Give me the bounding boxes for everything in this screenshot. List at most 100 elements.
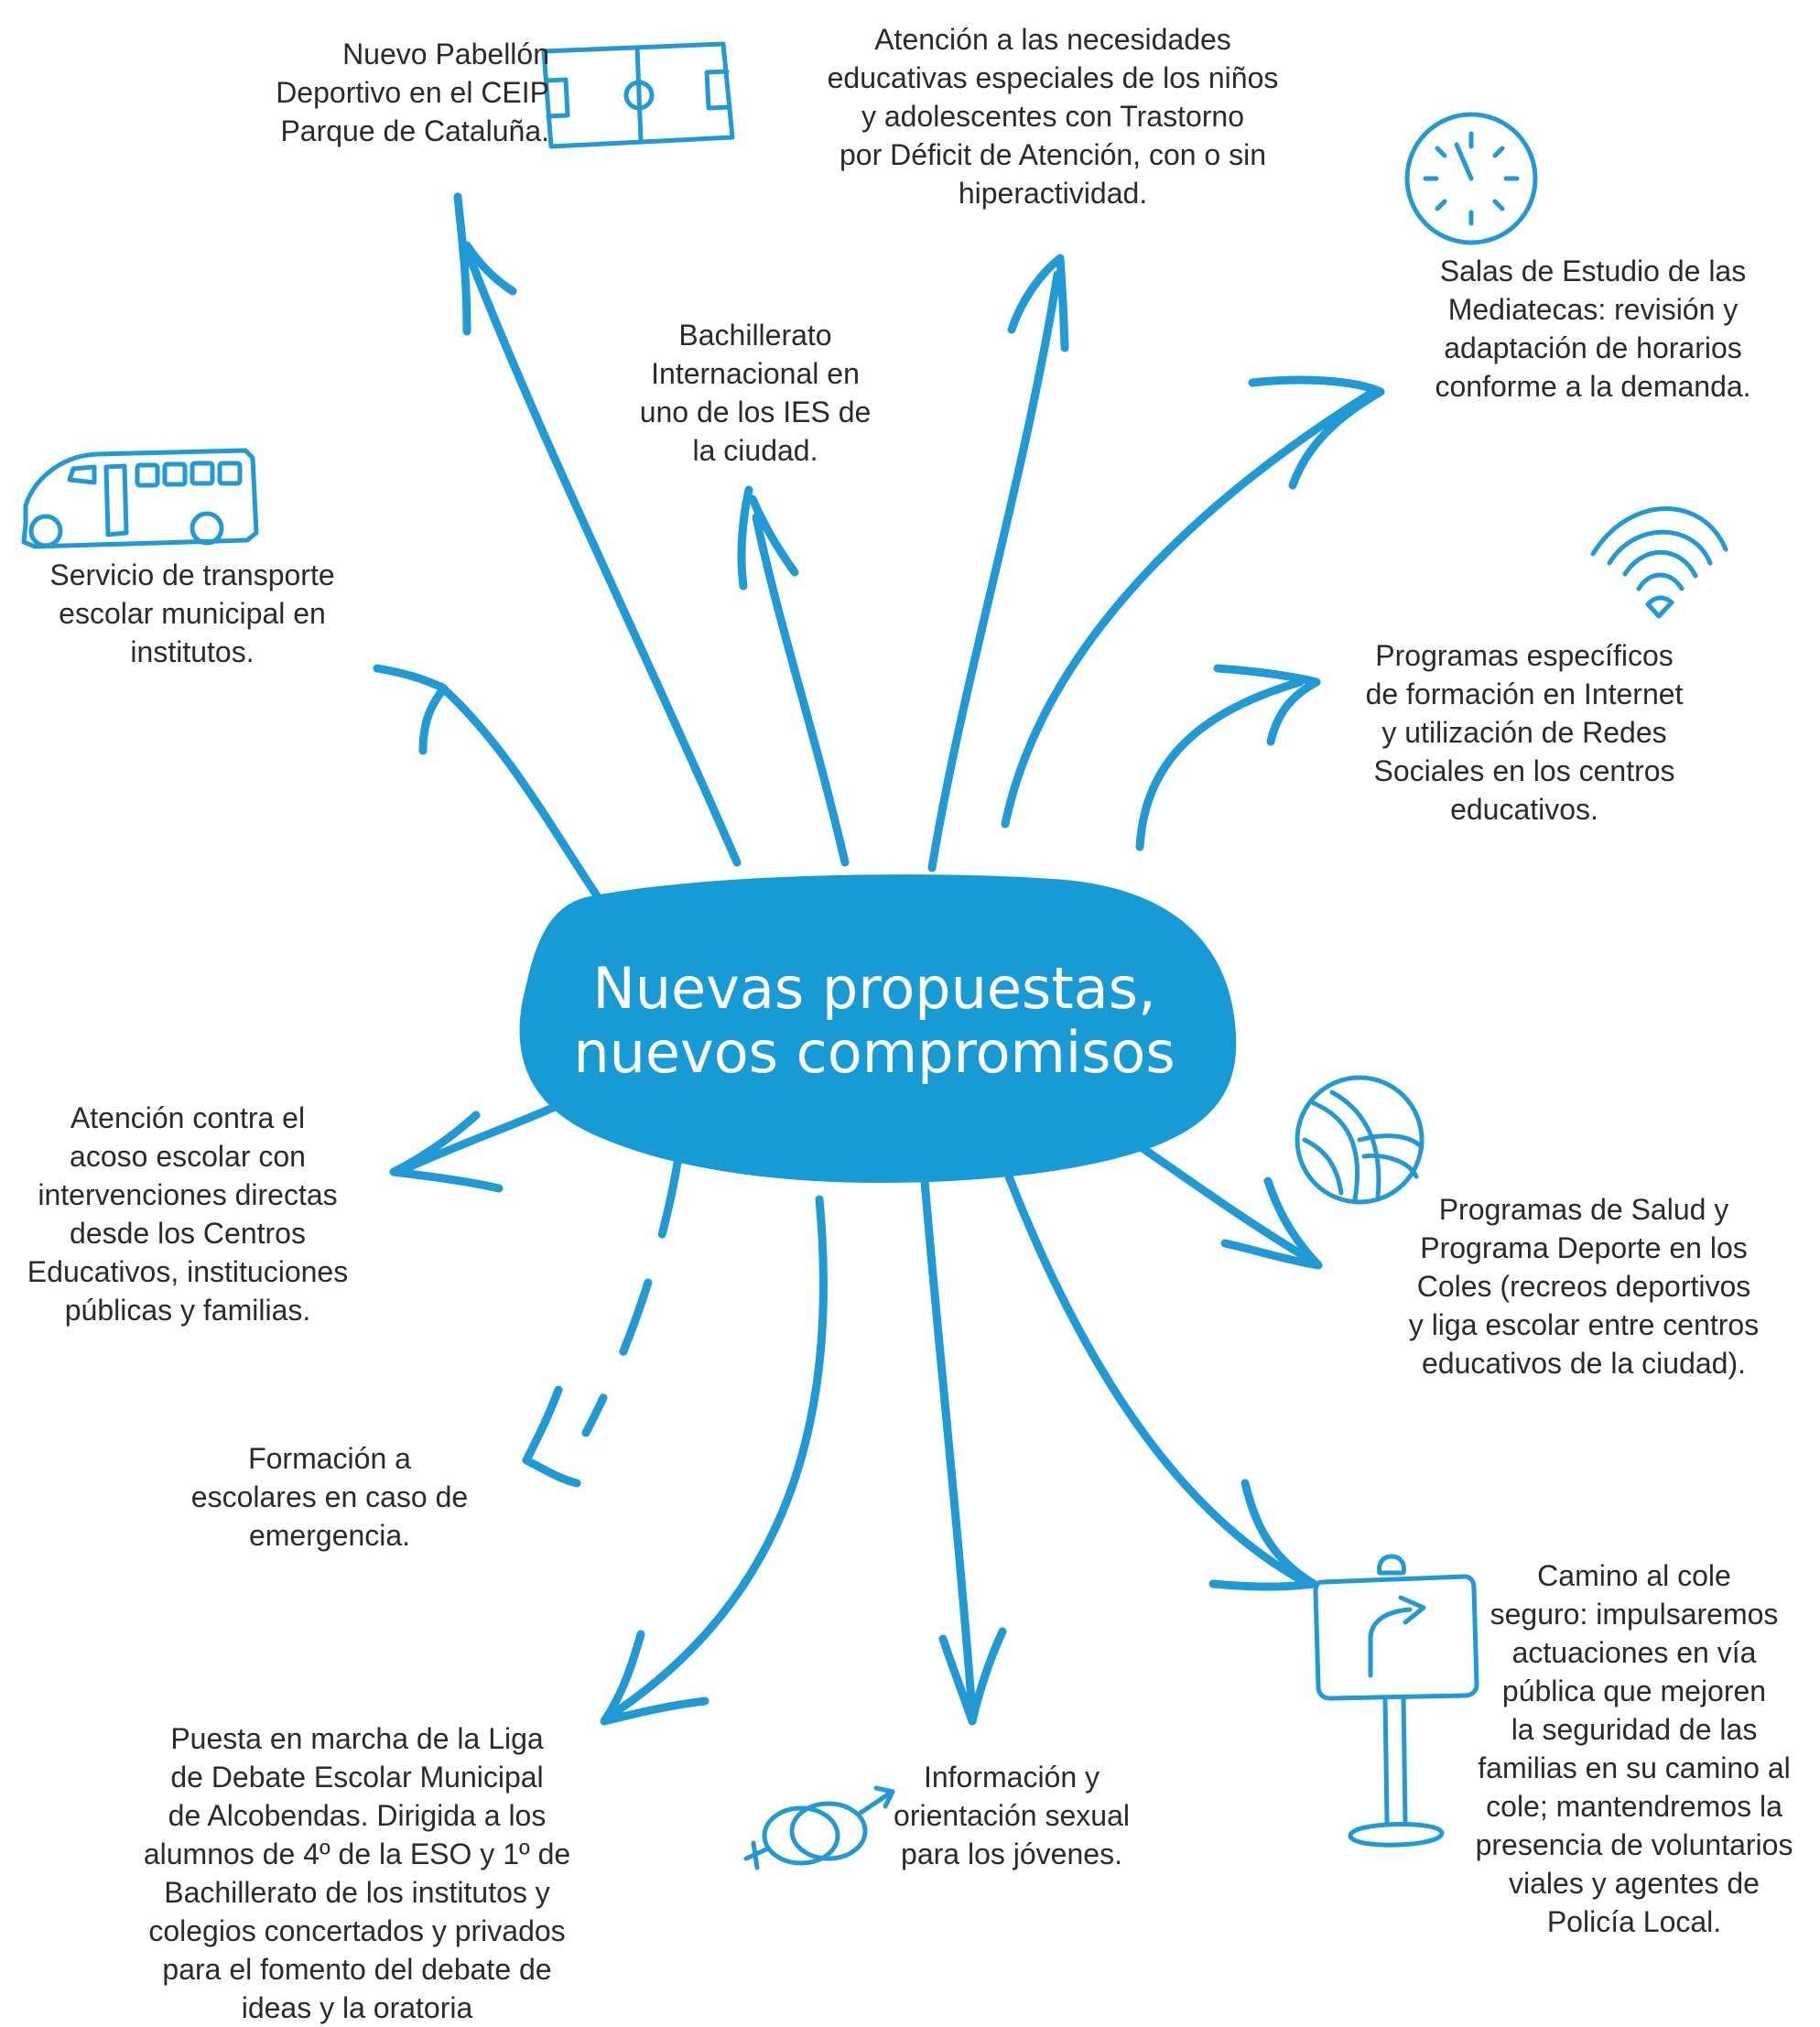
node-line: por Déficit de Atención, con o sin [839,138,1267,171]
arrow-to-sexual [920,1176,977,1717]
node-line: emergencia. [248,1519,411,1552]
arrow-to-salud-head [1220,1176,1323,1270]
node-line: conforme a la demanda. [1435,370,1751,403]
arrow-to-camino-head [1208,1479,1318,1591]
node-line: viales y agentes de [1509,1867,1760,1900]
node-line: institutos. [130,635,255,668]
arrow-to-debate-head [600,1630,710,1726]
node-line: y adolescentes con Trastorno [861,100,1244,133]
arrow-to-debate [604,1195,828,1721]
node-line: Bachillerato de los institutos y [164,1876,550,1909]
node-line: Formación a [248,1442,411,1475]
node-line: educativos de la ciudad). [1422,1347,1746,1380]
wifi-icon [1590,506,1728,619]
node-line: adaptación de horarios [1444,331,1742,364]
node-line: Deportivo en el CEIP [276,76,549,109]
bus-icon [21,448,259,549]
arrow-to-bachillerato [752,513,850,867]
arrow-to-transporte-head [373,664,449,755]
node-line: Policía Local. [1546,1905,1722,1938]
arrow-to-camino [1002,1167,1305,1584]
node-debate: Puesta en marcha de la Liga de Debate Es… [119,1719,595,2027]
node-line: Nuevo Pabellón [342,38,549,70]
arrow-to-internet [1135,677,1305,851]
node-line: Servicio de transporte [49,558,335,591]
node-line: de Alcobendas. Dirigida a los [168,1799,547,1832]
arrow-to-pabellon [460,241,742,867]
node-camino: Camino al cole seguro: impulsaremos actu… [1456,1556,1813,1941]
node-line: acoso escolar con [70,1140,306,1173]
node-line: educativos. [1450,793,1598,826]
node-line: Salas de Estudio de las [1439,255,1747,287]
node-line: Camino al cole [1537,1559,1731,1592]
node-line: Mediatecas: revisión y [1447,293,1739,326]
node-bachillerato: Bachillerato Internacional en uno de los… [618,316,893,470]
node-line: escolares en caso de [190,1480,469,1513]
node-line: Programa Deporte en los [1420,1231,1748,1264]
arrow-to-acoso [398,1099,568,1175]
node-line: cole; mantendremos la [1486,1790,1782,1823]
node-line: para el fomento del debate de [162,1953,552,1986]
node-line: la seguridad de las [1511,1713,1758,1746]
center-title-line: Nuevas propuestas, [592,955,1156,1022]
node-line: Coles (recreos deportivos [1416,1270,1751,1303]
node-line: Atención contra el [70,1101,306,1134]
node-line: Atención a las necesidades [874,23,1231,56]
node-line: orientación sexual [894,1799,1130,1832]
node-line: Programas de Salud y [1438,1193,1729,1226]
node-line: Parque de Cataluña. [280,114,549,147]
node-line: intervenciones directas [38,1178,338,1211]
node-line: de formación en Internet [1365,677,1684,710]
node-line: Puesta en marcha de la Liga [170,1722,544,1755]
road-sign-icon [1313,1554,1479,1848]
volleyball-icon [1295,1075,1425,1205]
node-line: ideas y la oratoria [241,1991,473,2024]
node-internet: Programas específicos de formación en In… [1337,636,1712,829]
football-field-icon [541,41,735,149]
arrow-to-salud [1126,1135,1314,1263]
node-line: desde los Centros [70,1217,306,1250]
node-line: presencia de voluntarios [1475,1828,1793,1861]
node-line: Educativos, instituciones [27,1255,349,1288]
node-sexual: Información y orientación sexual para lo… [874,1758,1149,1873]
node-line: Bachillerato [678,319,832,352]
center-blob [519,874,1237,1184]
node-pabellon: Nuevo Pabellón Deportivo en el CEIP Parq… [220,35,549,150]
node-acoso: Atención contra el acoso escolar con int… [9,1099,366,1329]
gender-symbols-icon [743,1785,895,1870]
node-line: uno de los IES de [639,396,872,428]
node-line: educativas especiales de los niños [827,61,1279,94]
node-salud: Programas de Salud y Programa Deporte en… [1382,1190,1785,1382]
arrow-to-sexual-head [938,1627,1007,1726]
node-line: y utilización de Redes [1381,716,1667,749]
node-line: alumnos de 4º de la ESO y 1º de [143,1837,571,1870]
node-line: Información y [923,1761,1100,1794]
center-title: Nuevas propuestas, nuevos compromisos [540,957,1208,1085]
node-emergencia: Formación a escolares en caso de emergen… [165,1439,494,1555]
arrow-to-pabellon-head [453,192,517,336]
node-line: para los jóvenes. [901,1837,1122,1870]
node-line: hiperactividad. [958,177,1148,210]
node-line: y liga escolar entre centros [1408,1308,1760,1341]
clock-icon [1404,112,1538,245]
node-line: de Debate Escolar Municipal [170,1761,544,1794]
node-line: Sociales en los centros [1373,754,1675,787]
node-line: escolar municipal en [59,597,326,630]
arrow-to-emergencia [581,1158,682,1437]
arrow-to-salas [1001,387,1378,829]
node-salas: Salas de Estudio de las Mediatecas: revi… [1401,252,1785,406]
arrow-to-tdah-head [1007,254,1069,352]
node-tdah: Atención a las necesidades educativas es… [796,20,1309,212]
arrow-to-bachillerato-head [737,485,799,591]
center-title-line: nuevos compromisos [573,1019,1175,1086]
node-line: colegios concertados y privados [148,1914,566,1947]
node-line: Programas específicos [1375,639,1674,672]
arrow-to-internet-head [1213,664,1321,746]
node-line: Internacional en [651,357,860,390]
node-line: pública que mejoren [1501,1675,1767,1707]
arrow-to-tdah [927,270,1062,873]
arrow-to-acoso-head [389,1111,504,1193]
node-line: actuaciones en vía [1511,1636,1757,1669]
node-line: la ciudad. [692,434,818,467]
